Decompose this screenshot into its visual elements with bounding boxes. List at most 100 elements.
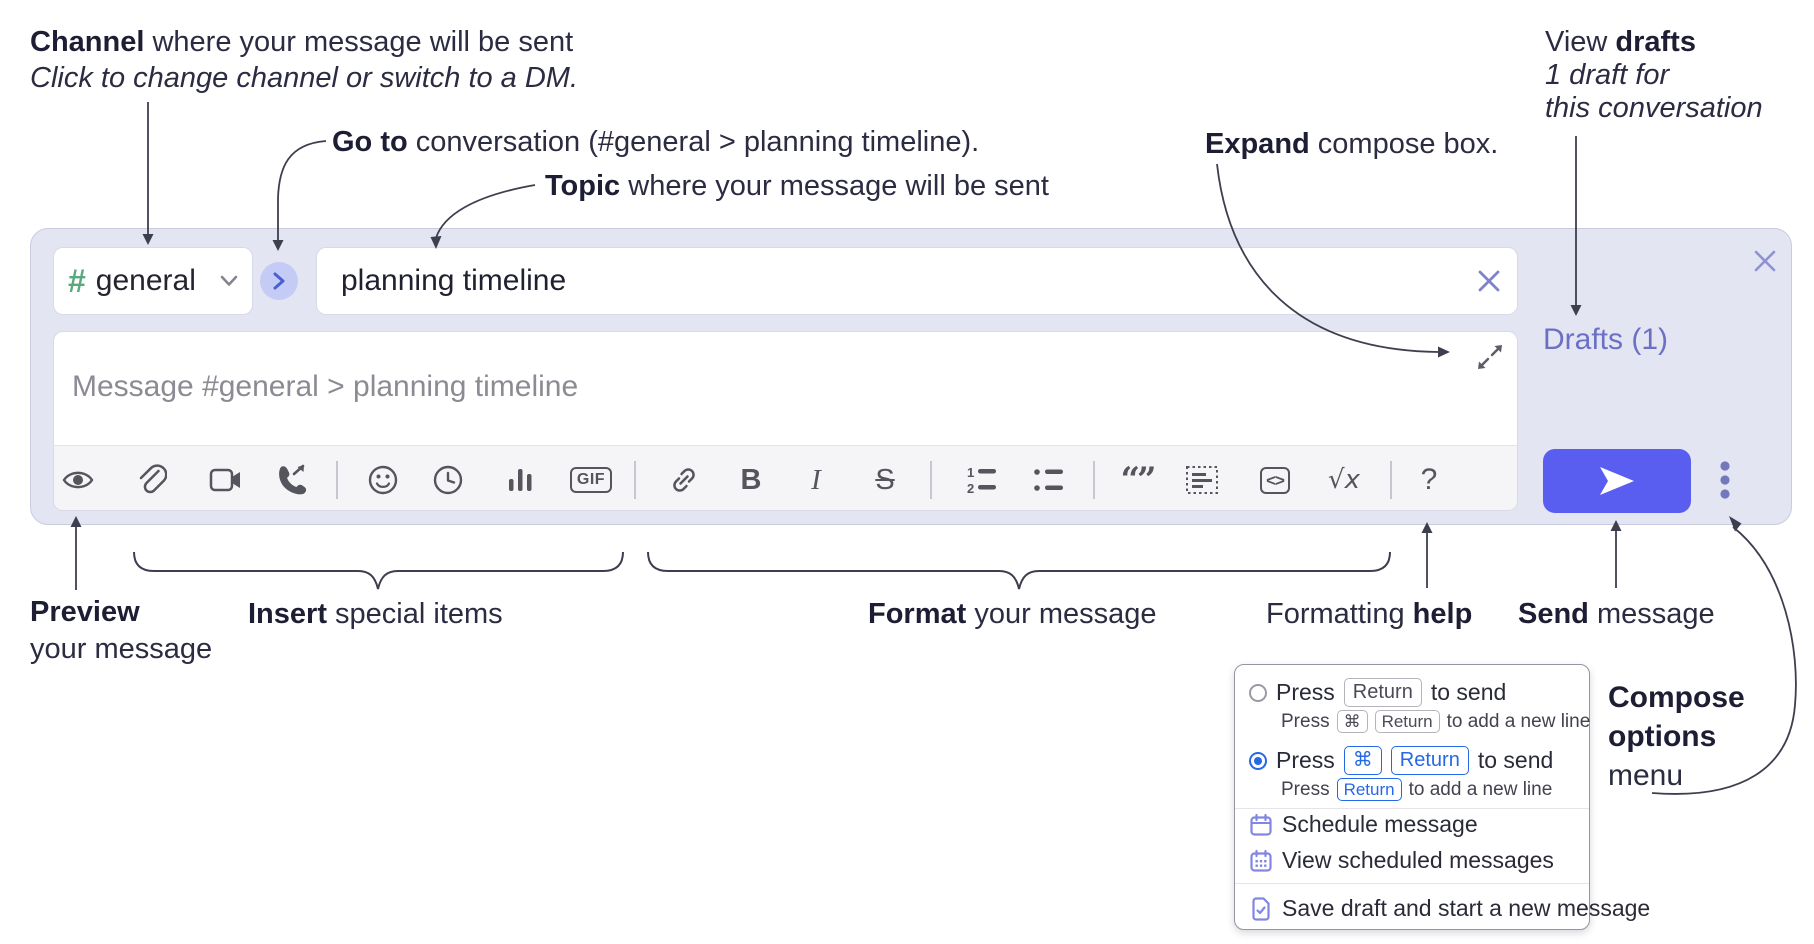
link-button[interactable]: [666, 462, 702, 498]
video-clip-button[interactable]: [208, 462, 244, 498]
italic-button[interactable]: I: [798, 462, 834, 498]
send-button[interactable]: [1543, 449, 1691, 513]
annotation-channel-line1: Channel where your message will be sent: [30, 26, 574, 58]
expand-icon: [1478, 345, 1502, 369]
link-icon: [673, 468, 695, 492]
close-icon: [1754, 250, 1776, 272]
message-input[interactable]: [54, 332, 1517, 444]
option-text: Press: [1276, 679, 1335, 705]
menu-item-label: View scheduled messages: [1282, 847, 1554, 873]
chevron-down-icon: [220, 275, 238, 286]
compose-options-button[interactable]: [1711, 457, 1739, 507]
annotation-channel-line2: Click to change channel or switch to a D…: [30, 62, 579, 94]
numbered-list-icon: 1 2: [967, 465, 996, 495]
expand-compose-icon[interactable]: [1475, 342, 1505, 372]
menu-item-schedule-message[interactable]: Schedule message: [1249, 811, 1478, 838]
radio-selected-icon[interactable]: [1249, 751, 1267, 770]
code-block-button[interactable]: [1184, 462, 1220, 498]
menu-item-save-draft[interactable]: Save draft and start a new message: [1249, 895, 1650, 922]
topic-field: [316, 247, 1518, 315]
goto-conversation-button[interactable]: [260, 262, 298, 300]
key-return: Return: [1374, 710, 1440, 734]
channel-hash-icon: #: [68, 262, 86, 299]
menu-option-cmd-return-to-send[interactable]: Press ⌘ Return to send: [1249, 746, 1553, 775]
audio-call-button[interactable]: [273, 462, 309, 498]
annotation-expand: Expand compose box.: [1205, 128, 1499, 160]
toolbar-divider: [1390, 461, 1392, 499]
gif-button[interactable]: GIF: [567, 462, 615, 498]
svg-text:1: 1: [967, 465, 974, 480]
menu-item-label: Save draft and start a new message: [1282, 895, 1651, 921]
phone-call-icon: [279, 464, 307, 495]
option-text: to send: [1430, 679, 1507, 705]
key-return: Return: [1343, 678, 1422, 707]
key-cmd: ⌘: [1336, 710, 1368, 734]
radio-unselected-icon[interactable]: [1249, 683, 1267, 702]
annotation-formatting-help: Formatting help: [1266, 598, 1473, 630]
annotation-send-message: Send message: [1518, 598, 1715, 630]
compose-options-menu: Press Return to send Press ⌘ Return to a…: [1234, 664, 1650, 930]
bullet-list-icon: [1034, 469, 1063, 491]
calendar-icon: [1249, 813, 1273, 837]
kebab-menu-icon: [1720, 461, 1730, 499]
calendar-grid-icon: [1249, 849, 1273, 873]
video-camera-icon: [209, 468, 240, 492]
menu-item-view-scheduled[interactable]: View scheduled messages: [1249, 847, 1554, 874]
annotation-compose-options: Compose options menu: [1608, 681, 1745, 792]
key-cmd: ⌘: [1343, 746, 1382, 775]
compose-box: # general: [30, 228, 1792, 525]
close-icon: [1478, 270, 1500, 292]
topic-input[interactable]: [317, 264, 1461, 298]
close-compose-button[interactable]: [1749, 245, 1781, 277]
annotation-format: Format your message: [868, 598, 1157, 630]
annotation-channel: Channel where your message will be sent …: [30, 24, 578, 96]
question-icon: ?: [1420, 463, 1438, 496]
inline-code-button[interactable]: <>: [1257, 462, 1293, 498]
poll-button[interactable]: [502, 462, 538, 498]
send-icon: [1600, 467, 1634, 495]
menu-option-return-to-send[interactable]: Press Return to send: [1249, 678, 1506, 707]
strikethrough-button[interactable]: S: [867, 462, 903, 498]
bulleted-list-button[interactable]: [1031, 462, 1067, 498]
annotation-drafts-line3: this conversation: [1545, 92, 1763, 124]
quote-icon: “”: [1120, 460, 1156, 500]
eye-icon: [62, 471, 94, 489]
menu-divider: [1235, 883, 1589, 884]
option-text: to send: [1477, 747, 1554, 773]
annotation-drafts-line1: View drafts: [1545, 26, 1696, 58]
draft-check-icon: [1249, 896, 1273, 921]
emoji-button[interactable]: [365, 462, 401, 498]
annotation-drafts-line2: 1 draft for: [1545, 59, 1670, 91]
menu-item-label: Schedule message: [1282, 811, 1478, 837]
code-icon: <>: [1260, 466, 1290, 494]
preview-button[interactable]: [60, 462, 96, 498]
topic-clear-button[interactable]: [1461, 247, 1517, 315]
clock-icon: [433, 465, 463, 495]
ordered-list-button[interactable]: 1 2: [964, 462, 1000, 498]
menu-option-return-subtext: Press ⌘ Return to add a new line: [1281, 710, 1591, 734]
svg-text:2: 2: [967, 481, 974, 495]
toolbar-divider: [336, 461, 338, 499]
math-button[interactable]: √x: [1326, 462, 1362, 498]
menu-option-cmd-return-subtext: Press Return to add a new line: [1281, 778, 1553, 802]
bold-button[interactable]: B: [733, 462, 769, 498]
channel-name: general: [95, 264, 196, 297]
emoji-icon: [368, 465, 398, 495]
option-text: Press: [1276, 747, 1335, 773]
annotation-preview: Preview your message: [30, 596, 213, 665]
schedule-button[interactable]: [430, 462, 466, 498]
drafts-link[interactable]: Drafts (1): [1543, 323, 1669, 356]
attach-file-button[interactable]: [133, 462, 169, 498]
formatting-help-button[interactable]: ?: [1411, 462, 1447, 498]
toolbar-divider: [634, 461, 636, 499]
bar-chart-icon: [509, 469, 532, 491]
blockquote-button[interactable]: “”: [1119, 460, 1156, 500]
toolbar: [54, 445, 1517, 510]
gif-icon: GIF: [569, 467, 613, 493]
sqrt-icon: √x: [1328, 465, 1360, 495]
toolbar-divider: [1093, 461, 1095, 499]
key-return: Return: [1336, 778, 1402, 802]
channel-selector[interactable]: # general: [53, 247, 253, 315]
annotation-goto: Go to conversation (#general > planning …: [332, 126, 980, 158]
